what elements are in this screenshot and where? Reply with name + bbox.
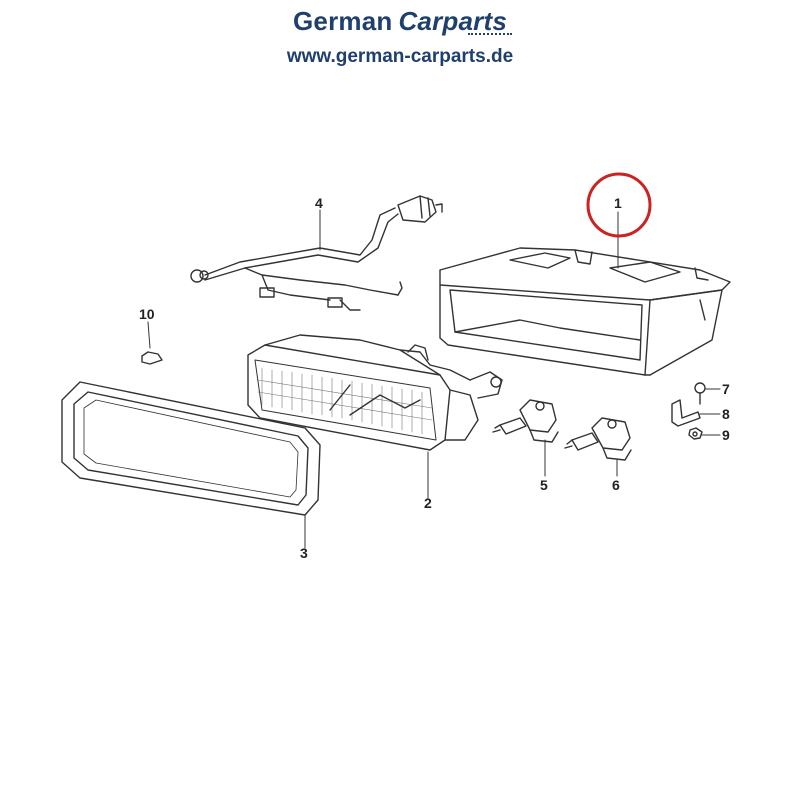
callout-5[interactable]: 5: [540, 477, 548, 493]
callout-3[interactable]: 3: [300, 545, 308, 561]
brand-dots-decoration: [468, 33, 512, 38]
part-10-clip: [141, 351, 163, 365]
callout-7[interactable]: 7: [722, 381, 730, 397]
callout-9[interactable]: 9: [722, 427, 730, 443]
part-6-bulb: [564, 417, 632, 461]
part-2-lamp-unit: [247, 334, 503, 451]
brand-name-part2: Carparts: [398, 6, 507, 36]
callout-4[interactable]: 4: [315, 195, 323, 211]
part-7-screw: [694, 382, 706, 405]
callout-8[interactable]: 8: [722, 406, 730, 422]
callout-2[interactable]: 2: [424, 495, 432, 511]
leader-lines: [147, 209, 721, 549]
part-5-bulb: [492, 399, 559, 443]
brand-name-part1: German: [292, 6, 393, 36]
callout-6[interactable]: 6: [612, 477, 620, 493]
highlight-circle: [586, 172, 652, 238]
callout-10[interactable]: 10: [139, 306, 155, 322]
part-3-bezel: [61, 381, 321, 516]
part-8-bracket: [671, 399, 701, 427]
website-link[interactable]: www.german-carparts.de: [286, 46, 514, 67]
part-1-housing: [439, 247, 731, 376]
callout-1[interactable]: 1: [614, 195, 622, 211]
part-4-wiring-harness: [190, 195, 443, 311]
part-9-nut: [688, 427, 703, 440]
